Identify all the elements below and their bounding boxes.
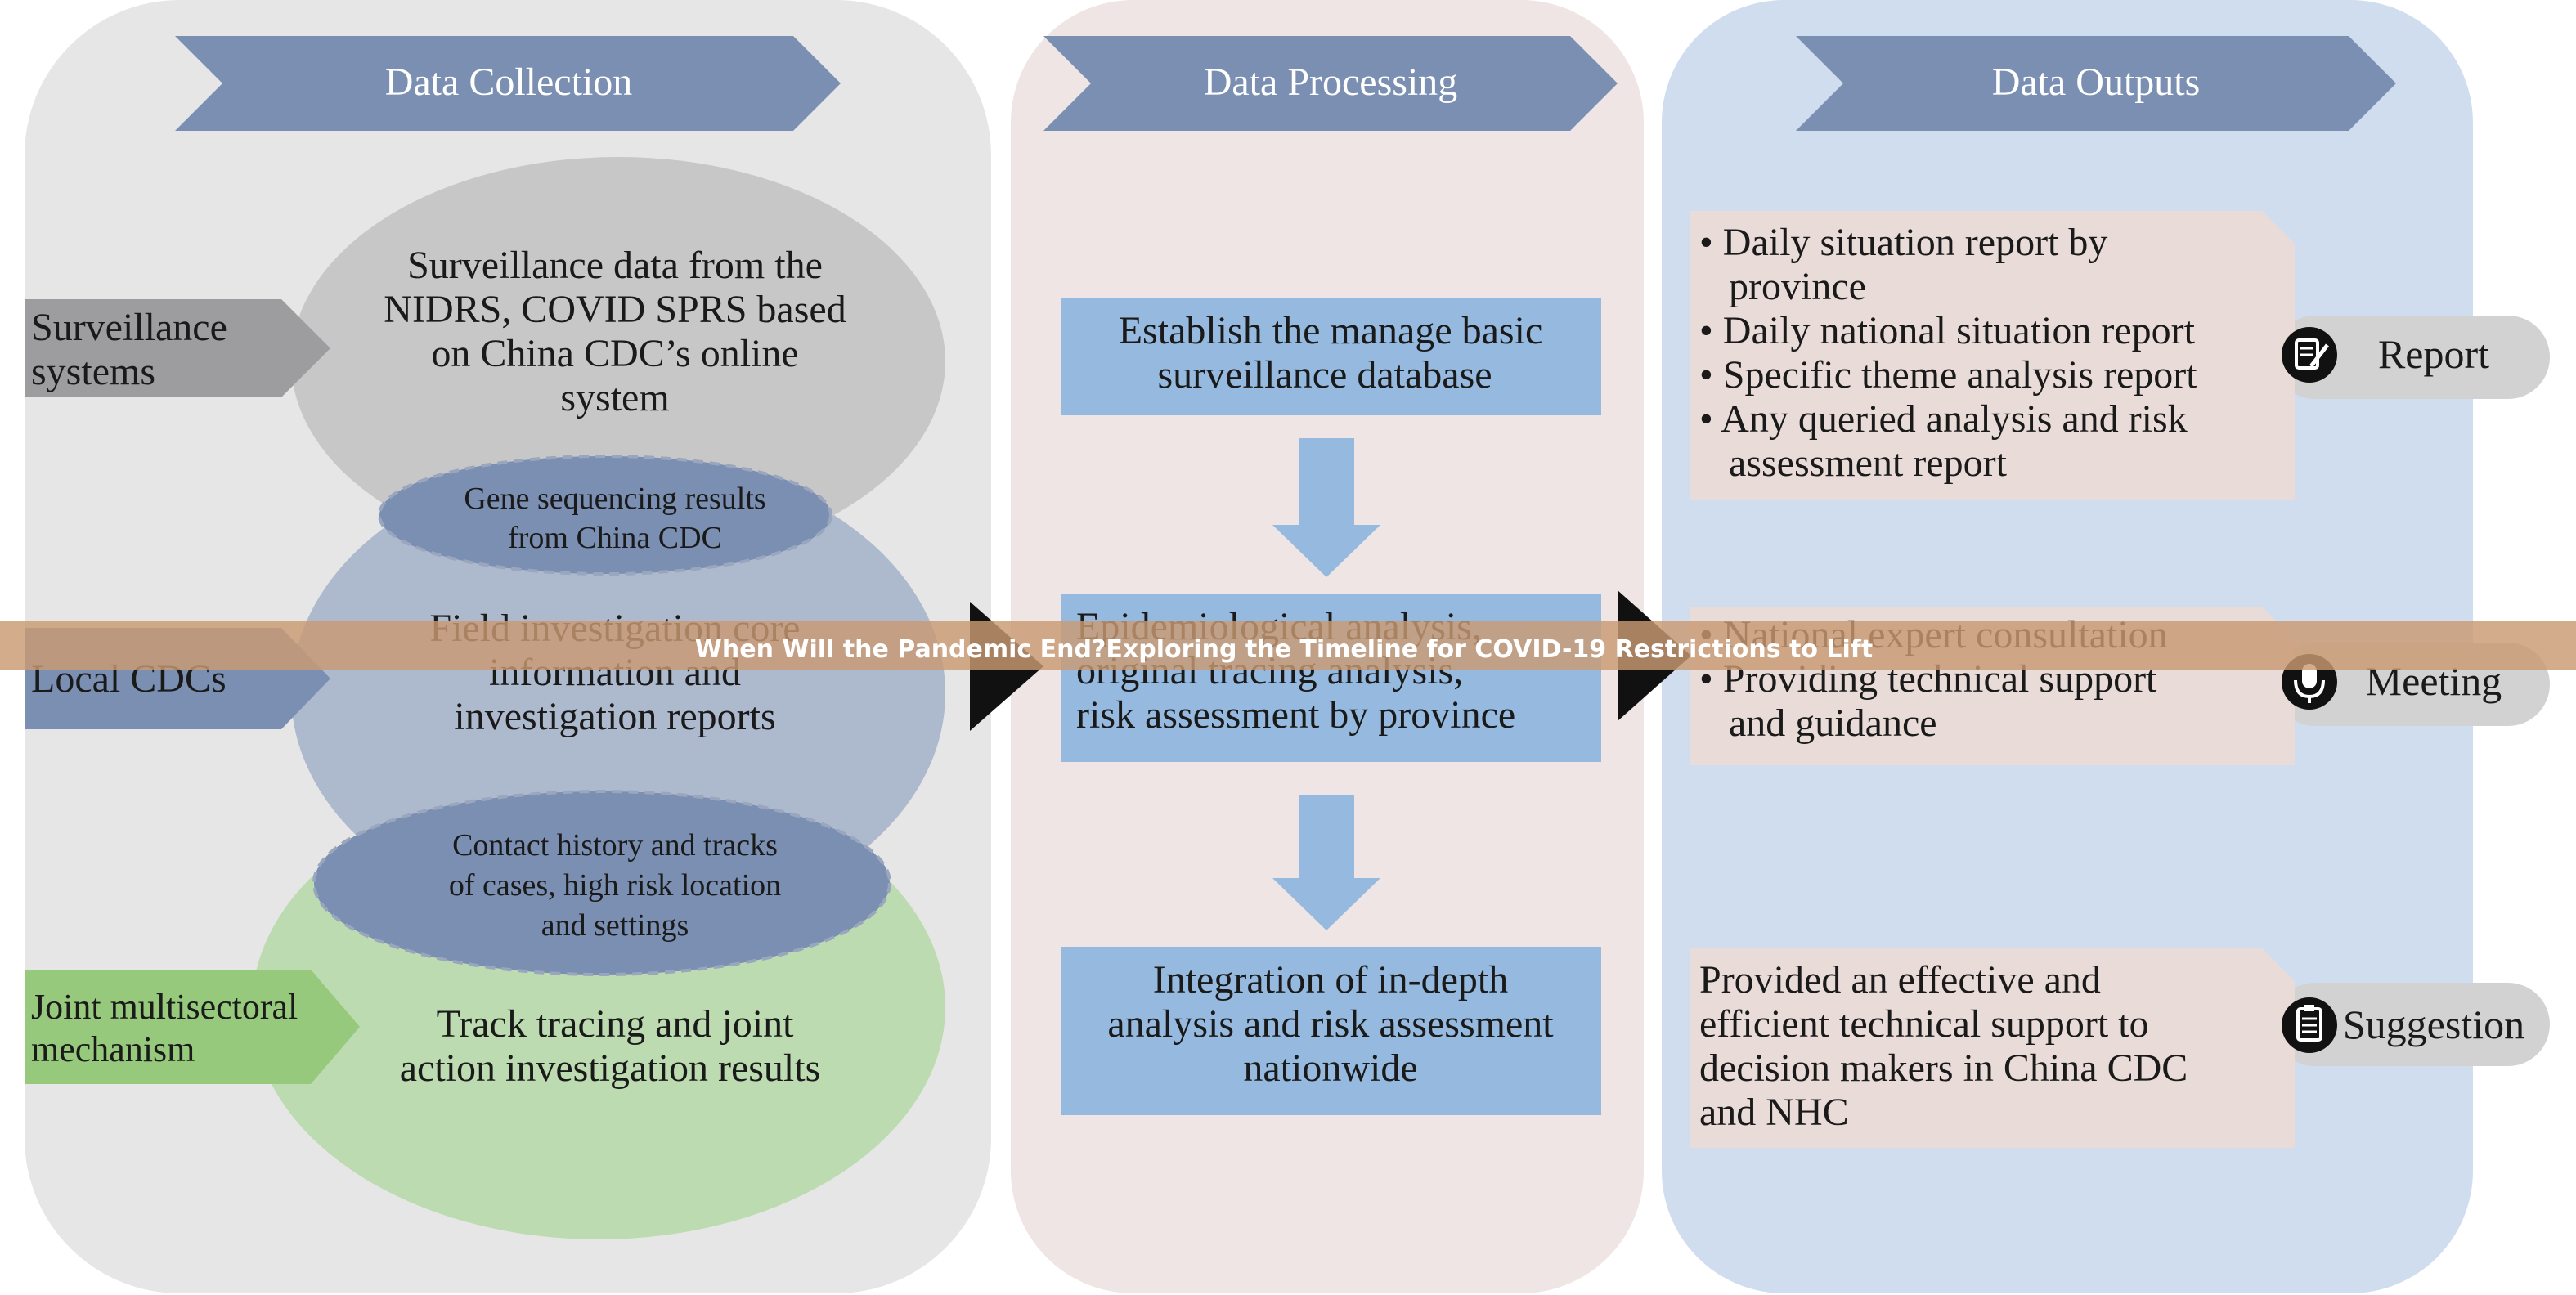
contact-history-line-2: of cases, high risk location bbox=[449, 868, 781, 903]
surveillance-data-line-2: NIDRS, COVID SPRS based bbox=[384, 288, 846, 331]
process-box-database bbox=[1061, 298, 1601, 415]
process-database-line-2: surveillance database bbox=[1157, 353, 1492, 397]
source-tab-surveillance bbox=[25, 299, 330, 397]
source-joint-line-2: mechanism bbox=[31, 1029, 195, 1069]
ellipse-gene-sequencing bbox=[378, 455, 832, 576]
track-tracing-line-2: action investigation results bbox=[400, 1046, 821, 1090]
report-item-line-4: • Specific theme analysis report bbox=[1699, 353, 2197, 397]
suggestion-line-3: decision makers in China CDC bbox=[1699, 1046, 2188, 1090]
report-item-line-5: • Any queried analysis and risk bbox=[1699, 397, 2188, 441]
title-banner bbox=[0, 621, 2576, 670]
gene-sequencing-line-2: from China CDC bbox=[508, 521, 722, 555]
field-investigation-line-3: investigation reports bbox=[454, 695, 775, 738]
contact-history-line-1: Contact history and tracks bbox=[452, 828, 778, 863]
track-tracing-line-1: Track tracing and joint bbox=[437, 1002, 794, 1046]
process-integration-line-3: nationwide bbox=[1243, 1046, 1417, 1090]
process-integration-line-2: analysis and risk assessment bbox=[1107, 1002, 1554, 1046]
suggestion-line-1: Provided an effective and bbox=[1699, 958, 2101, 1001]
title-banner-text: When Will the Pandemic End?Exploring the… bbox=[695, 635, 1873, 664]
down-arrow-1 bbox=[1272, 438, 1380, 577]
process-box-integration bbox=[1061, 947, 1601, 1115]
process-analysis-line-3: risk assessment by province bbox=[1076, 693, 1515, 737]
header-chevron-collection bbox=[175, 36, 841, 131]
output-pill-suggestion bbox=[2273, 983, 2550, 1066]
report-item-line-2: province bbox=[1699, 265, 1866, 308]
header-data-processing: Data Processing bbox=[1204, 60, 1458, 104]
ellipse-surveillance-data bbox=[291, 157, 945, 566]
gene-sequencing-line-1: Gene sequencing results bbox=[464, 482, 765, 516]
report-item-line-1: • Daily situation report by bbox=[1699, 221, 2107, 264]
source-surveillance-line-1: Surveillance bbox=[31, 306, 227, 349]
contact-history-line-3: and settings bbox=[541, 908, 689, 943]
source-surveillance-line-2: systems bbox=[31, 350, 155, 393]
surveillance-data-line-1: Surveillance data from the bbox=[407, 244, 823, 287]
surveillance-data-line-4: system bbox=[560, 376, 669, 419]
header-chevron-outputs bbox=[1796, 36, 2396, 131]
ellipse-contact-history bbox=[312, 790, 891, 976]
suggestion-line-2: efficient technical support to bbox=[1699, 1002, 2149, 1046]
report-item-line-6: assessment report bbox=[1699, 441, 2008, 485]
output-box-report bbox=[1690, 211, 2295, 500]
process-integration-line-1: Integration of in-depth bbox=[1153, 958, 1509, 1001]
header-data-collection: Data Collection bbox=[385, 60, 633, 104]
source-tab-joint-mechanism bbox=[25, 970, 360, 1084]
output-box-suggestion bbox=[1690, 948, 2295, 1148]
clipboard-icon bbox=[2282, 997, 2337, 1053]
output-pill-report bbox=[2273, 316, 2550, 399]
process-database-line-1: Establish the manage basic bbox=[1119, 309, 1543, 352]
header-data-outputs: Data Outputs bbox=[1992, 60, 2201, 104]
output-label-report: Report bbox=[2378, 331, 2489, 377]
report-item-line-3: • Daily national situation report bbox=[1699, 309, 2196, 352]
surveillance-data-line-3: on China CDC’s online bbox=[431, 332, 798, 375]
meeting-item-line-3: and guidance bbox=[1699, 701, 1937, 745]
report-edit-icon bbox=[2282, 327, 2337, 383]
header-chevron-processing bbox=[1043, 36, 1618, 131]
suggestion-line-4: and NHC bbox=[1699, 1091, 1849, 1134]
source-joint-line-1: Joint multisectoral bbox=[31, 987, 298, 1027]
down-arrow-2 bbox=[1272, 795, 1380, 930]
output-label-suggestion: Suggestion bbox=[2343, 1001, 2524, 1047]
